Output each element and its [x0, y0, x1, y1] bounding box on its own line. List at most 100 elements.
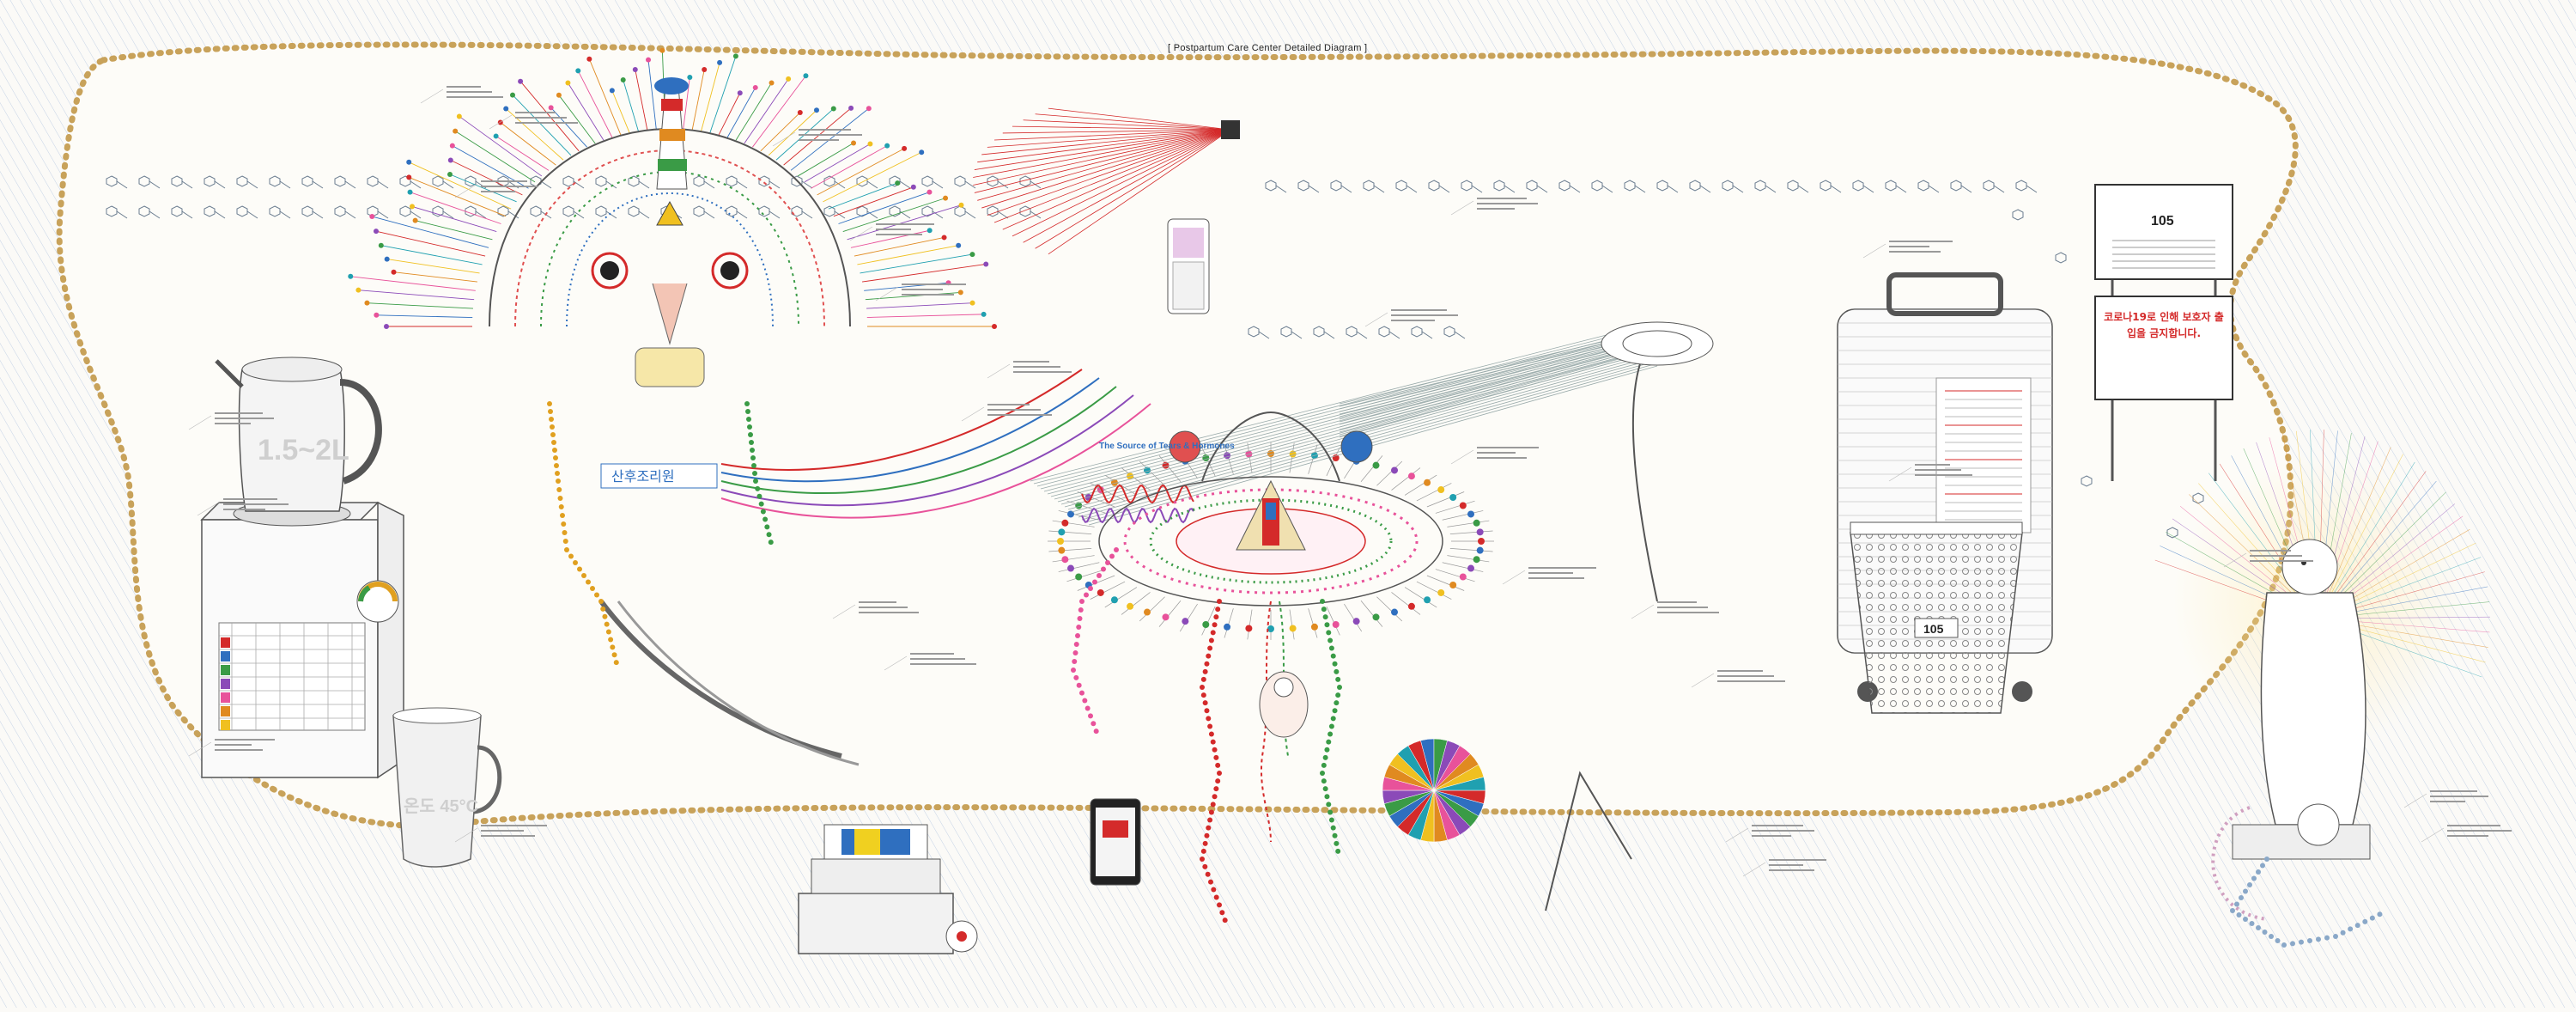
- chain-dot: [1202, 863, 1208, 869]
- molecule-hexagon: [138, 175, 150, 187]
- radial-line: [1426, 491, 1465, 508]
- radial-line: [1052, 520, 1095, 527]
- molecule-bond: [410, 180, 422, 189]
- radial-line: [1435, 500, 1475, 514]
- radial-line: [409, 162, 512, 210]
- molecule-hexagon: [106, 175, 118, 187]
- radial-dot: [687, 74, 693, 80]
- molecule-hexagon: [301, 175, 313, 187]
- radial-line: [409, 177, 507, 217]
- radial-dot: [797, 109, 803, 115]
- bundle-line: [1064, 347, 1658, 508]
- chain-dot: [2236, 912, 2242, 918]
- chain-dot: [568, 553, 574, 559]
- menu-chart: [218, 622, 366, 731]
- menu-chart-swatch: [221, 706, 230, 716]
- annotation-line: [859, 601, 896, 603]
- chain-dot: [758, 501, 764, 507]
- korean-banner-text: 산후조리원: [611, 469, 675, 485]
- radial-dot: [632, 67, 638, 73]
- radial-line: [1052, 555, 1095, 563]
- chain-dot: [1326, 739, 1332, 745]
- radial-dot: [374, 229, 380, 235]
- molecule-hexagon: [856, 205, 868, 217]
- radial-line: [1224, 608, 1234, 638]
- radial-dot: [1289, 625, 1297, 632]
- molecule-bond: [116, 210, 128, 219]
- molecule-hexagon: [954, 205, 966, 217]
- chain-dot: [1206, 653, 1212, 659]
- lamp-ray: [977, 129, 1231, 201]
- annotation-line: [799, 129, 851, 131]
- molecule-hexagon: [987, 175, 999, 187]
- chain-dot: [2239, 895, 2244, 900]
- chain-dot: [611, 652, 617, 658]
- molecule-hexagon: [334, 205, 346, 217]
- molecule-bond: [377, 180, 389, 189]
- chain-dot: [2260, 863, 2265, 869]
- radial-line: [1360, 455, 1383, 482]
- radial-line: [726, 87, 756, 138]
- lamp-ray: [981, 129, 1231, 155]
- molecule-bond: [899, 180, 911, 189]
- radial-line: [683, 76, 690, 130]
- radial-line: [1121, 592, 1151, 615]
- chain-dot: [1109, 553, 1115, 559]
- chain-dot: [1334, 668, 1340, 674]
- radial-line: [1048, 548, 1092, 552]
- radial-line: [1449, 548, 1493, 552]
- chain-dot: [750, 455, 756, 460]
- molecule-hexagon: [1624, 180, 1636, 192]
- molecule-hexagon: [301, 205, 313, 217]
- radial-dot: [1143, 608, 1151, 616]
- chain-dot: [1114, 547, 1119, 552]
- chain-dot: [2316, 936, 2321, 942]
- molecule-hexagon: [1378, 326, 1390, 338]
- lamp-ray: [981, 129, 1231, 209]
- annotation-line: [902, 294, 954, 296]
- chain-dot: [1200, 676, 1206, 682]
- annotation-line: [1915, 469, 1961, 471]
- molecule-hexagon: [1689, 180, 1701, 192]
- molecule-hexagon: [1443, 326, 1455, 338]
- menu-chart-grid: [219, 623, 365, 730]
- chain-dot: [1219, 910, 1225, 916]
- annotation-line: [223, 509, 265, 510]
- chain-dot: [1206, 716, 1212, 722]
- color-wheel: [1382, 738, 1486, 843]
- annotation-line: [1752, 825, 1803, 826]
- chain-dot: [764, 524, 770, 530]
- radial-line: [647, 59, 657, 130]
- bundle-line: [1033, 324, 1658, 485]
- molecule-hexagon: [1820, 180, 1832, 192]
- molecule-bond: [1406, 185, 1418, 193]
- annotation-line: [1889, 246, 1929, 247]
- radial-dot: [919, 149, 925, 155]
- radial-dot: [456, 113, 462, 119]
- radial-line: [519, 81, 580, 152]
- annotation-leader: [875, 286, 899, 302]
- chain-dot: [747, 424, 752, 430]
- menu-chart-swatch: [221, 665, 230, 675]
- radial-line: [411, 205, 497, 232]
- radial-line: [1360, 600, 1383, 627]
- annotation-line: [481, 830, 524, 832]
- annotation-line: [1013, 366, 1060, 368]
- annotation-line: [1013, 361, 1049, 363]
- radial-dot: [769, 80, 775, 86]
- radial-dot: [391, 269, 397, 275]
- radial-line: [1077, 491, 1115, 508]
- molecule-rows: [106, 175, 2204, 539]
- annotation-leader: [2403, 793, 2427, 808]
- chain-dot: [1212, 622, 1218, 628]
- molecule-bond: [638, 180, 650, 189]
- radial-dot: [497, 119, 503, 125]
- radial-dot: [1224, 623, 1231, 631]
- chain-dot: [2369, 915, 2375, 921]
- molecule-hexagon: [1950, 180, 1962, 192]
- radial-dot: [1437, 588, 1445, 596]
- radial-dot: [586, 56, 592, 62]
- stand-signs: 105 코로나19로 인해 보호자 출입을 금지합니다.: [2094, 184, 2233, 481]
- annotation-leader: [1742, 862, 1766, 877]
- chain-dot: [1327, 637, 1334, 643]
